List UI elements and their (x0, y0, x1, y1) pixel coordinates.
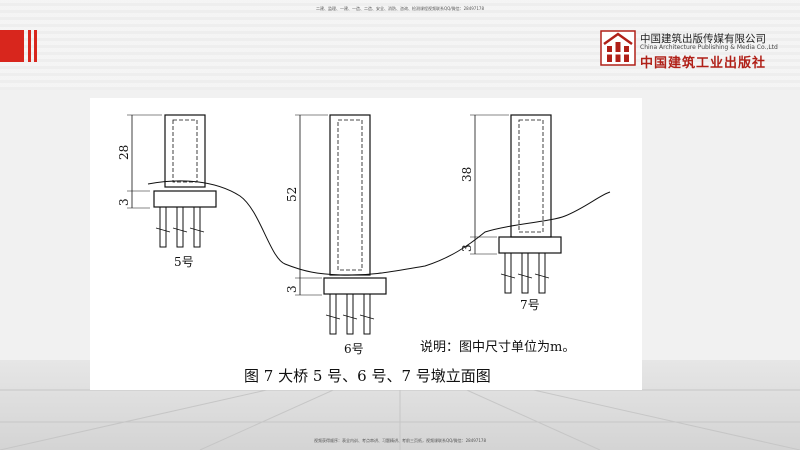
ground-line (147, 180, 611, 276)
publisher-name-calligraphy: 中国建筑工业出版社 (640, 56, 767, 71)
pier-7-label: 7号 (520, 298, 540, 312)
publisher-emblem-icon (600, 30, 636, 66)
pier-7: 38 3 7号 (460, 114, 562, 312)
pier-7-dim-upper: 38 (460, 167, 474, 182)
pier-5: 28 3 5号 (117, 114, 217, 269)
pier-6-dim-upper: 52 (285, 187, 299, 202)
pier-6: 52 3 6号 (285, 114, 387, 356)
unit-note: 说明：图中尺寸单位为m。 (420, 340, 576, 355)
pier-5-label: 5号 (174, 255, 194, 269)
background-stripes (0, 0, 800, 90)
pier-5-dim-lower: 3 (117, 198, 131, 206)
accent-red-bar (0, 30, 24, 62)
publisher-logo: 中国建筑出版传媒有限公司 China Architecture Publishi… (600, 30, 790, 71)
pier-6-dim-lower: 3 (285, 285, 299, 293)
pier-elevation-drawing: 28 3 5号 52 3 6号 (117, 114, 611, 356)
header-note: 二建、监理、一建、一造、二造、安全、消防、咨询、检测课程视频联系QQ/微信：28… (315, 6, 484, 11)
publisher-name-cn: 中国建筑出版传媒有限公司 (640, 33, 766, 45)
pier-7-dim-lower: 3 (460, 244, 474, 252)
footer-note: 视频获得顺序：表全内训、考点串讲、习题精讲、考前三页纸，视频课联系QQ/微信：2… (313, 438, 486, 443)
publisher-name-en: China Architecture Publishing & Media Co… (640, 44, 778, 51)
pier-5-dim-upper: 28 (117, 145, 131, 160)
figure-caption: 图 7 大桥 5 号、6 号、7 号墩立面图 (244, 367, 491, 385)
accent-red-stripe (28, 30, 31, 62)
accent-red-stripe (34, 30, 37, 62)
pier-elevation-figure: 28 3 5号 52 3 6号 (90, 98, 642, 390)
pier-6-label: 6号 (344, 342, 364, 356)
